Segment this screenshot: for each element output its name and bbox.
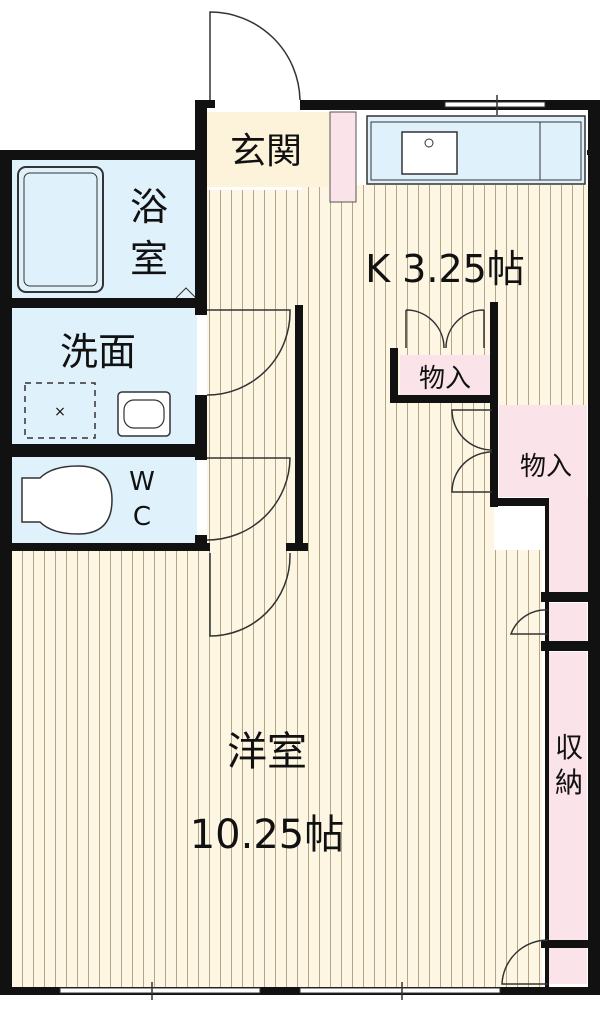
washroom-label: 洗面	[60, 330, 136, 374]
hallway-floor	[207, 190, 302, 550]
toilet	[21, 465, 113, 535]
entrance-door	[209, 11, 301, 101]
bath-drain	[175, 287, 197, 299]
closet-label-1: 収	[555, 731, 583, 764]
closet-main	[549, 652, 587, 942]
washroom-door	[206, 309, 291, 396]
closet-label-2: 納	[555, 766, 583, 799]
kitchen-counter	[366, 115, 586, 185]
kitchen-sink	[401, 131, 458, 175]
right-storage-label: 物入	[520, 452, 572, 482]
right-storage-door-bottom	[451, 451, 493, 493]
western-room-floor	[12, 550, 542, 987]
small-storage-door-left	[405, 309, 445, 349]
western-room-size-label: 10.25帖	[190, 812, 345, 858]
kitchen-label: K 3.25帖	[365, 247, 525, 291]
bathtub-inner	[23, 172, 98, 287]
closet-bottom-door	[501, 939, 549, 985]
doors	[206, 11, 549, 985]
wash-basin	[117, 391, 171, 437]
small-storage-door-right	[445, 309, 485, 349]
wash-basin-bowl	[123, 399, 165, 429]
washing-machine-space	[24, 382, 96, 439]
wc-label-2: C	[133, 502, 151, 532]
bathroom-label-1: 浴	[130, 185, 168, 229]
closet-bottom	[549, 948, 587, 984]
bathroom-label-2: 室	[130, 237, 168, 281]
center-floor	[302, 400, 494, 550]
small-storage-label: 物入	[419, 364, 471, 394]
closet-small	[549, 603, 587, 641]
right-storage-lower	[548, 497, 588, 592]
wc-label-1: W	[129, 467, 155, 497]
shoe-cabinet	[329, 111, 357, 203]
entrance-floor	[207, 112, 330, 187]
right-storage	[499, 405, 587, 497]
windows	[59, 95, 546, 1000]
washing-machine-mark: ×	[54, 404, 66, 420]
room-door	[209, 553, 291, 637]
small-storage	[400, 355, 490, 395]
closet-small-door	[509, 609, 549, 635]
bathtub	[17, 166, 104, 293]
sink-drain	[424, 138, 434, 148]
wc-door	[206, 457, 291, 541]
kitchen-counter-inner	[370, 121, 582, 181]
right-storage-door-top	[451, 409, 493, 451]
western-room-label: 洋室	[227, 729, 307, 775]
entrance-label: 玄関	[230, 131, 302, 172]
